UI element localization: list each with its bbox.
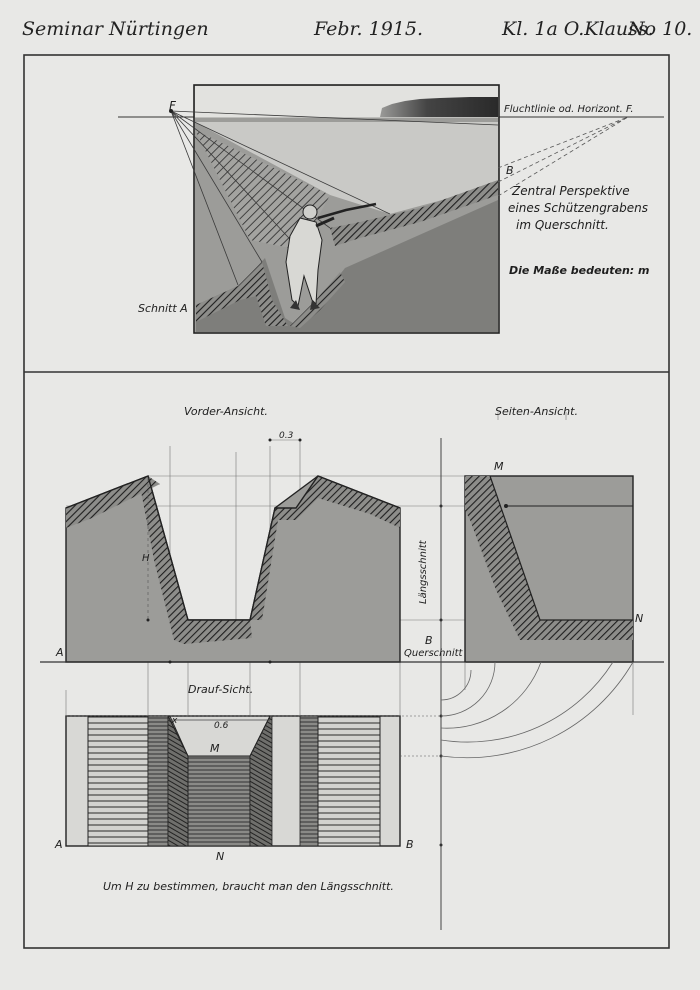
side-point-m: M bbox=[494, 460, 504, 473]
perspective-title-1: Zentral Perspektive bbox=[512, 184, 630, 198]
parapet-right bbox=[330, 180, 498, 246]
perspective-title-3: im Querschnitt. bbox=[516, 218, 609, 232]
top-view bbox=[65, 715, 441, 847]
trench-left-wall bbox=[140, 476, 252, 644]
header-number: No 10. bbox=[628, 18, 693, 40]
soldier-figure bbox=[285, 202, 377, 310]
perspective-picture bbox=[118, 84, 664, 334]
label-querschnitt: Querschnitt bbox=[404, 648, 463, 659]
perspective-title-2: eines Schützengrabens bbox=[508, 201, 648, 215]
side-view bbox=[440, 412, 634, 759]
trench-far-wall bbox=[195, 130, 330, 250]
front-corner-b: B bbox=[425, 634, 433, 647]
top-corner-b: B bbox=[406, 838, 414, 851]
top-corner-a: A bbox=[55, 838, 63, 851]
top-view-title: Drauf-Sicht. bbox=[188, 683, 254, 696]
side-view-title: Seiten-Ansicht. bbox=[495, 405, 578, 418]
front-view-title: Vorder-Ansicht. bbox=[184, 405, 268, 418]
header-seminar: Seminar Nürtingen bbox=[22, 18, 209, 40]
rifle bbox=[317, 202, 377, 220]
front-view bbox=[40, 438, 664, 715]
front-corner-a: A bbox=[56, 646, 64, 659]
units-note: Die Maße bedeuten: m bbox=[509, 264, 650, 277]
label-point-b: B bbox=[506, 164, 514, 177]
outer-frame bbox=[23, 54, 670, 949]
top-point-m: M bbox=[210, 742, 220, 755]
trench-floor-top bbox=[187, 755, 251, 847]
side-slope-cut bbox=[465, 476, 633, 640]
top-point-n: N bbox=[216, 850, 225, 863]
header-date: Febr. 1915. bbox=[314, 18, 424, 40]
label-section-a: Schnitt A bbox=[138, 302, 188, 315]
label-laengsschnitt: Längsschnitt bbox=[418, 540, 429, 604]
label-h: H bbox=[142, 553, 150, 564]
label-f-left: F bbox=[169, 99, 176, 113]
trench-right-wall bbox=[250, 476, 400, 620]
footer-note: Um H zu bestimmen, braucht man den Längs… bbox=[103, 880, 394, 893]
section-a-cut bbox=[196, 262, 288, 326]
tree-line bbox=[380, 97, 498, 117]
dim-x: x bbox=[172, 716, 178, 726]
label-horizon: Fluchtlinie od. Horizont. F. bbox=[504, 104, 634, 115]
dim-width-top: 0.6 bbox=[214, 721, 229, 731]
side-point-n: N bbox=[635, 612, 644, 625]
dim-top-width: 0.3 bbox=[279, 431, 294, 441]
header-class-name: Kl. 1a O.Klauss. bbox=[502, 18, 654, 40]
